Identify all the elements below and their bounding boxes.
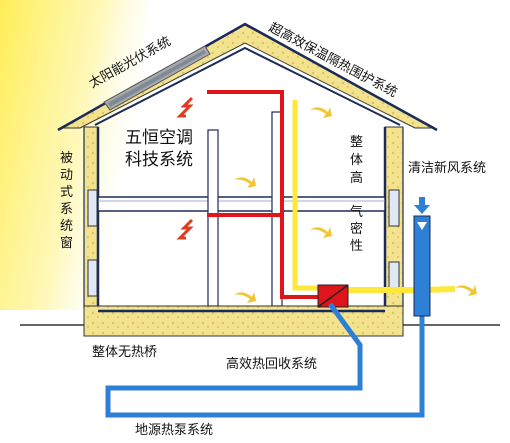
right-window-upper <box>388 189 400 227</box>
fresh-air-inlet-arrow <box>414 197 430 214</box>
passive-window-char: 窗 <box>60 235 73 251</box>
passive-window-lower <box>87 259 98 297</box>
fresh-air-label: 清洁新风系统 <box>408 160 486 176</box>
no-thermal-bridge-label: 整体无热桥 <box>92 345 157 360</box>
mid-floor-slab <box>97 196 386 212</box>
return-air-duct <box>292 100 335 291</box>
supply-pipe-top <box>207 90 320 299</box>
five-constant-label-line1: 五恒空调 <box>125 128 193 148</box>
airflow-arrow <box>310 107 332 118</box>
passive-window-char: 被 <box>60 151 73 166</box>
roof-inner-frame <box>94 46 401 126</box>
passive-window-upper <box>87 189 98 227</box>
airflow-arrow <box>310 227 332 238</box>
geothermal-label: 地源热泵系统 <box>135 423 213 438</box>
passive-window-char: 统 <box>60 219 73 234</box>
airtight-char: 整 <box>350 135 363 150</box>
passive-window-char: 系 <box>60 202 73 217</box>
fresh-air-intake-column <box>413 215 431 317</box>
fresh-air-duct <box>345 286 456 293</box>
airtight-char: 性 <box>350 239 363 254</box>
column-left <box>207 129 219 307</box>
intake-triangle <box>417 222 427 230</box>
heat-recovery-divider <box>317 284 349 308</box>
airtight-char: 气 <box>350 204 363 220</box>
sunlight-beam <box>0 0 150 310</box>
airtight-char: 体 <box>350 153 363 168</box>
passive-window-char: 式 <box>60 185 73 200</box>
airtight-char: 高 <box>350 170 363 186</box>
airflow-arrow <box>176 218 194 240</box>
airflow-arrow <box>176 96 194 118</box>
airtight-char: 密 <box>350 221 363 237</box>
passive-window-char: 动 <box>60 168 73 183</box>
five-constant-label-line2: 科技系统 <box>125 150 193 170</box>
airflow-arrow <box>455 285 477 296</box>
geothermal-pipe-loop <box>105 222 425 418</box>
heat-recovery-label: 高效热回收系统 <box>226 356 317 372</box>
airflow-arrow <box>234 177 256 188</box>
solar-panel-glass <box>108 50 206 107</box>
airflow-arrow <box>234 292 256 303</box>
